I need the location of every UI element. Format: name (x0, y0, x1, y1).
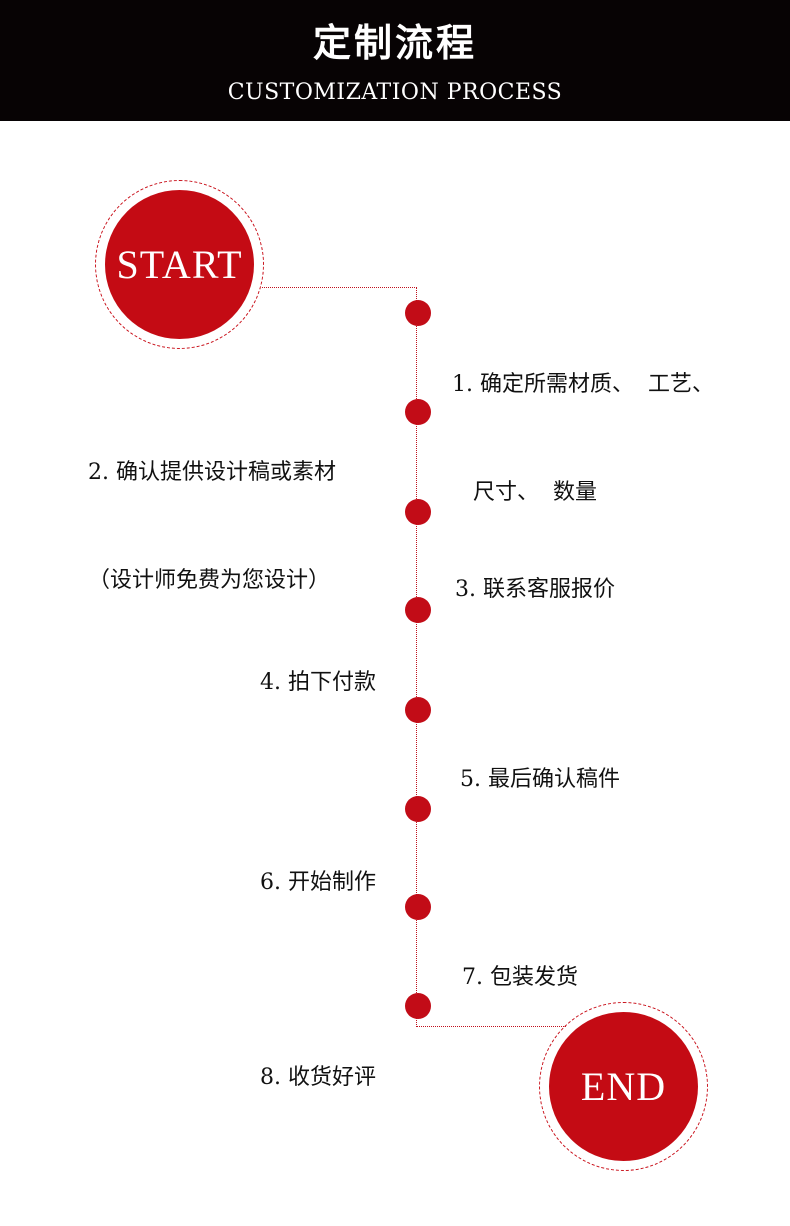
timeline-line (416, 287, 417, 1027)
step-1-line-2: 尺寸、 数量 (452, 480, 597, 505)
step-5-line-1: 5. 最后确认稿件 (460, 767, 620, 792)
page-header: 定制流程 CUSTOMIZATION PROCESS (0, 0, 790, 121)
end-circle: END (539, 1002, 708, 1171)
step-6-text: 6. 开始制作 (200, 793, 376, 937)
step-2-line-2: （设计师免费为您设计） (88, 568, 331, 593)
step-4-line-1: 4. 拍下付款 (260, 670, 376, 695)
end-connector (416, 1026, 566, 1027)
step-3-dot (405, 499, 431, 525)
step-1-text: 1. 确定所需材质、 工艺、 尺寸、 数量 (452, 295, 714, 547)
step-2-dot (405, 399, 431, 425)
step-8-text: 8. 收货好评 (200, 988, 376, 1132)
step-5-text: 5. 最后确认稿件 (460, 690, 620, 834)
step-2-line-1: 2. 确认提供设计稿或素材 (88, 460, 336, 485)
step-3-line-1: 3. 联系客服报价 (455, 577, 615, 602)
step-2-text: 2. 确认提供设计稿或素材 （设计师免费为您设计） (88, 383, 388, 635)
step-5-dot (405, 697, 431, 723)
step-8-dot (405, 993, 431, 1019)
start-connector (262, 287, 417, 288)
end-label: END (549, 1012, 698, 1161)
step-6-dot (405, 796, 431, 822)
step-4-dot (405, 597, 431, 623)
page-subtitle: CUSTOMIZATION PROCESS (227, 80, 563, 105)
step-1-line-1: 1. 确定所需材质、 工艺、 (452, 372, 714, 397)
step-1-dot (405, 300, 431, 326)
step-6-line-1: 6. 开始制作 (260, 870, 376, 895)
step-7-line-1: 7. 包装发货 (462, 965, 578, 990)
start-label: START (105, 190, 254, 339)
step-3-text: 3. 联系客服报价 (455, 500, 615, 644)
step-8-line-1: 8. 收货好评 (260, 1065, 376, 1090)
step-7-dot (405, 894, 431, 920)
step-7-text: 7. 包装发货 (462, 888, 578, 1032)
start-circle: START (95, 180, 264, 349)
step-4-text: 4. 拍下付款 (200, 593, 376, 737)
page-title: 定制流程 (312, 21, 477, 65)
